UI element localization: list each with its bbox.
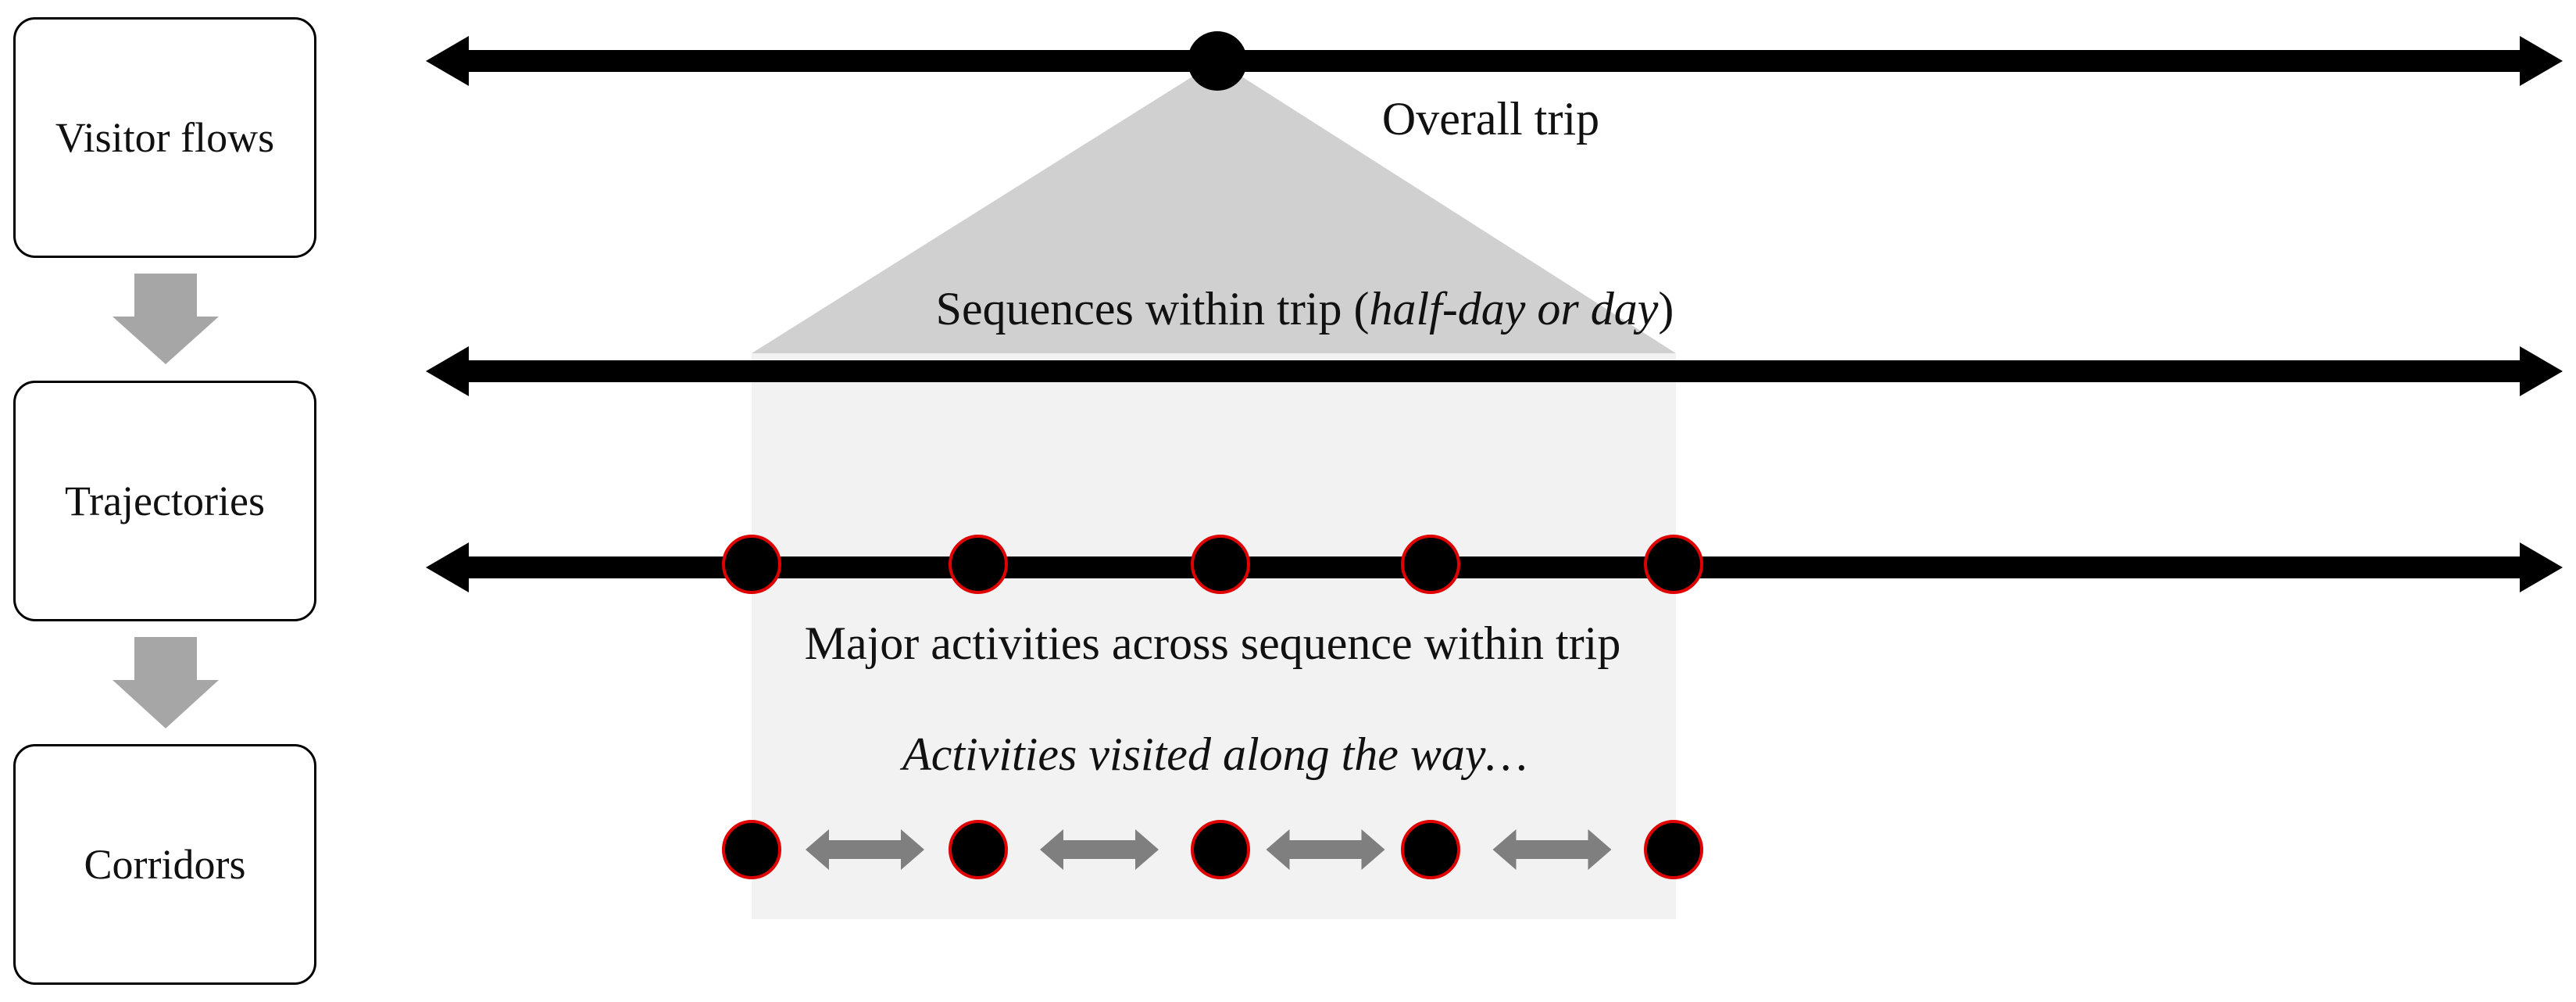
- along-the-way-links: [806, 829, 1612, 870]
- sequences-label-prefix: Sequences within trip (: [936, 283, 1370, 335]
- zoom-region-lower: [752, 353, 1676, 919]
- major-activity-nodes: [722, 535, 1703, 594]
- major-activities-label: Major activities across sequence within …: [805, 617, 1621, 669]
- along-the-way-node-4: [1401, 820, 1460, 879]
- timeline-sequences: [426, 346, 2563, 396]
- overall-trip-label: Overall trip: [1382, 93, 1599, 145]
- zoom-region-upper: [752, 61, 1676, 353]
- stage-arrow-down-1: [113, 274, 219, 364]
- along-the-way-nodes: [722, 820, 1703, 879]
- sequences-label-italic: half-day or day: [1369, 283, 1658, 335]
- stage-box-corridors: Corridors: [13, 744, 316, 985]
- timeline-overall-trip: [426, 36, 2563, 86]
- along-the-way-node-3: [1191, 820, 1250, 879]
- link-arrow-2: [1040, 829, 1159, 870]
- major-activity-node-3: [1191, 535, 1250, 594]
- overall-trip-node: [1188, 31, 1247, 91]
- stage-label-corridors: Corridors: [84, 840, 246, 888]
- major-activity-node-4: [1401, 535, 1460, 594]
- sequences-label-suffix: ): [1658, 283, 1674, 335]
- link-arrow-1: [806, 829, 924, 870]
- link-arrow-4: [1492, 829, 1612, 870]
- timeline-major-activities: [426, 542, 2563, 592]
- stage-label-visitor-flows: Visitor flows: [55, 113, 275, 161]
- major-activity-node-5: [1644, 535, 1703, 594]
- link-arrow-3: [1266, 829, 1385, 870]
- along-the-way-node-1: [722, 820, 781, 879]
- major-activity-node-1: [722, 535, 781, 594]
- major-activity-node-2: [949, 535, 1008, 594]
- activities-along-label: Activities visited along the way…: [899, 728, 1527, 780]
- stage-label-trajectories: Trajectories: [65, 477, 265, 524]
- stage-box-trajectories: Trajectories: [13, 381, 316, 621]
- stage-box-visitor-flows: Visitor flows: [13, 17, 316, 258]
- stage-arrow-down-2: [113, 637, 219, 728]
- sequences-label: Sequences within trip (half-day or day): [936, 283, 1674, 335]
- along-the-way-node-5: [1644, 820, 1703, 879]
- along-the-way-node-2: [949, 820, 1008, 879]
